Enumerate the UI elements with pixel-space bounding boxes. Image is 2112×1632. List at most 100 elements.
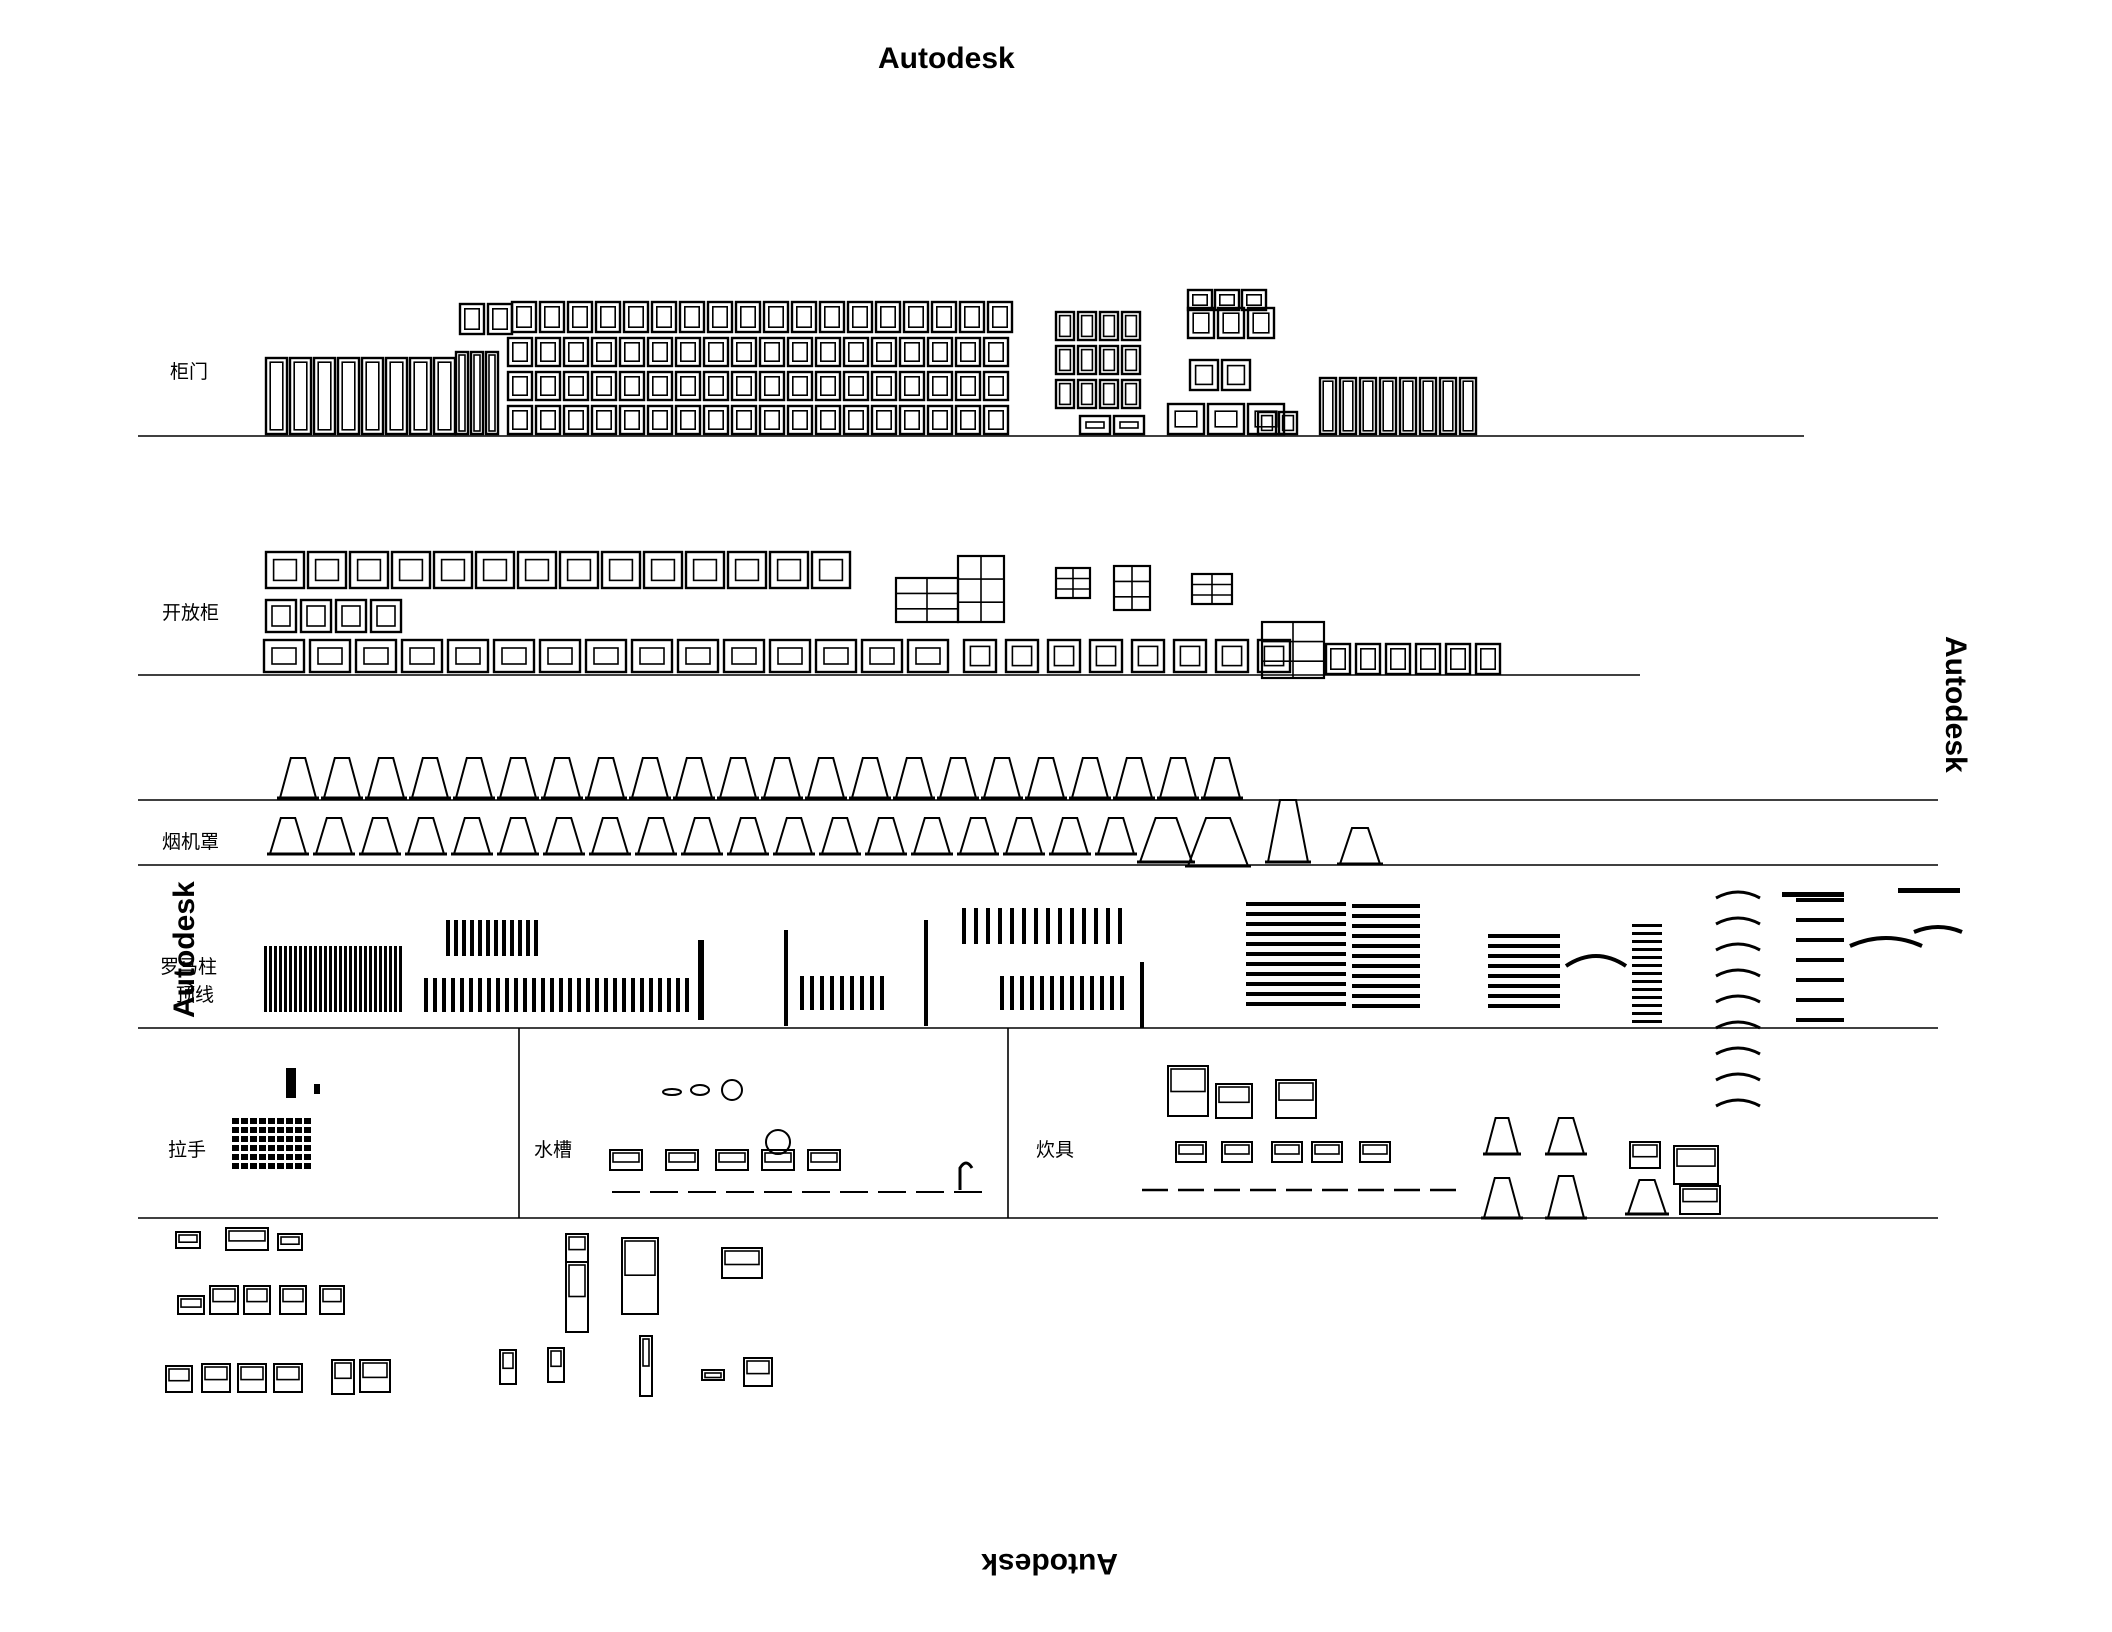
roman-column-icon — [494, 920, 498, 956]
cabinet-door-icon — [1054, 378, 1076, 410]
roman-column-icon — [424, 978, 428, 1012]
range-hood-icon — [1049, 817, 1091, 856]
roman-column-icon — [344, 946, 347, 1012]
sink-icon — [807, 1149, 841, 1171]
cookware-icon — [1275, 1079, 1317, 1119]
appliance-icon — [175, 1231, 201, 1249]
cabinet-door-icon — [674, 336, 702, 368]
range-hood-icon — [365, 757, 407, 800]
cabinet-door-icon — [264, 598, 298, 634]
roman-column-icon — [924, 920, 928, 1026]
cabinet-door-icon — [702, 404, 730, 436]
section-label-cookware: 炊具 — [1036, 1139, 1075, 1161]
range-hood-icon — [453, 757, 495, 800]
cabinet-door-icon — [369, 598, 403, 634]
cabinet-door-icon — [1358, 376, 1378, 436]
roman-column-icon — [510, 920, 514, 956]
range-hood-icon — [585, 757, 627, 800]
roman-column-icon — [532, 978, 536, 1012]
cabinet-door-icon — [902, 300, 930, 334]
section-label-roman-columns: 罗马柱 — [160, 956, 218, 978]
handle-icon — [250, 1118, 257, 1124]
cabinet-door-icon — [1120, 378, 1142, 410]
roman-column-icon — [986, 908, 990, 944]
roman-column-icon — [880, 976, 884, 1010]
cookware-group — [1142, 1065, 1721, 1220]
cabinet-door-icon — [814, 370, 842, 402]
cabinet-door-icon — [846, 300, 874, 334]
crown-moulding-arc — [1849, 936, 1923, 948]
roman-column-icon — [478, 978, 482, 1012]
crown-moulding-strip — [1352, 934, 1420, 938]
cabinet-door-icon — [762, 300, 790, 334]
range-hood-icon — [717, 757, 759, 800]
roman-column-icon — [478, 920, 482, 956]
roman-column-icon — [1110, 976, 1114, 1010]
cabinet-door-icon — [299, 598, 333, 634]
handle-icon — [259, 1145, 266, 1151]
cabinet-door-icon — [730, 404, 758, 436]
cabinet-door-icon — [354, 638, 398, 674]
cabinet-door-icon — [538, 638, 582, 674]
roman-column-icon — [1070, 976, 1074, 1010]
appliance-icon — [319, 1285, 345, 1315]
cabinet-door-icon — [1240, 288, 1268, 312]
cabinet-door-icon — [458, 302, 486, 336]
crown-moulding-strip — [1796, 998, 1844, 1002]
cabinet-door-icon — [768, 638, 812, 674]
roman-column-icon — [860, 976, 864, 1010]
roman-column-icon — [658, 978, 662, 1012]
crown-moulding-group — [1246, 888, 1963, 1108]
handle-icon — [304, 1127, 311, 1133]
cabinet-door-icon — [506, 404, 534, 436]
roman-column-icon — [1058, 908, 1062, 944]
crown-moulding-strip — [1352, 964, 1420, 968]
crown-moulding-strip — [1488, 974, 1560, 978]
cabinet-door-icon — [954, 404, 982, 436]
crown-moulding-strip — [1246, 992, 1346, 996]
cabinet-door-icon — [630, 638, 674, 674]
cabinet-door-icon — [642, 550, 684, 590]
handle-icon — [277, 1127, 284, 1133]
crown-moulding-strip — [1796, 898, 1844, 902]
cabinet-door-icon — [1318, 376, 1338, 436]
cabinet-door-icon — [1206, 402, 1246, 436]
handle-icon — [304, 1136, 311, 1142]
range-hood-icon — [673, 757, 715, 800]
range-hood-icon — [865, 817, 907, 856]
roman-column-icon — [399, 946, 402, 1012]
cabinet-door-icon — [1438, 376, 1458, 436]
cabinet-door-icon — [1213, 288, 1241, 312]
cabinet-door-icon — [584, 638, 628, 674]
cabinet-door-icon — [898, 370, 926, 402]
handle-icon — [259, 1118, 266, 1124]
handle-icon — [259, 1127, 266, 1133]
watermark-top: Autodesk — [878, 42, 1015, 75]
cabinet-door-icon — [1054, 344, 1076, 376]
crown-moulding-strip — [1246, 902, 1346, 906]
sink-icon — [958, 1161, 974, 1190]
handle-icon — [232, 1163, 239, 1169]
cabinet-door-icon — [870, 336, 898, 368]
range-hood-icon — [321, 757, 363, 800]
crown-moulding-strip — [1632, 948, 1662, 951]
cabinet-door-icon — [1214, 638, 1250, 674]
cabinet-doors-group — [264, 288, 1478, 436]
range-hood-icon — [761, 757, 803, 800]
handle-icon — [295, 1118, 302, 1124]
handle-icon — [241, 1154, 248, 1160]
range-hood-icon — [1003, 817, 1045, 856]
roman-column-icon — [998, 908, 1002, 944]
cabinet-door-icon — [1004, 638, 1040, 674]
cabinet-door-icon — [954, 370, 982, 402]
range-hood-icon — [1137, 817, 1195, 864]
cabinet-door-icon — [1220, 358, 1252, 392]
roman-column-icon — [518, 920, 522, 956]
roman-column-icon — [1090, 976, 1094, 1010]
handle-icon — [295, 1154, 302, 1160]
handle-icon — [268, 1118, 275, 1124]
cabinet-door-icon — [432, 550, 474, 590]
range-hood-icon — [1095, 817, 1137, 856]
crown-moulding-strip — [1632, 940, 1662, 943]
roman-column-icon — [469, 978, 473, 1012]
